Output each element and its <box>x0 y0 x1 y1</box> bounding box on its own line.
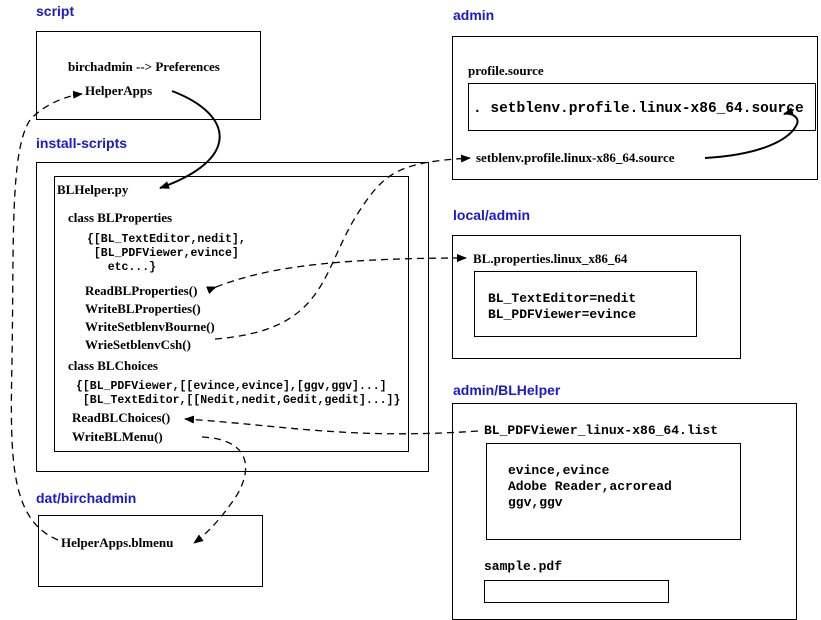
properties-dict-line-3: etc...} <box>87 261 157 274</box>
pdfviewer-list-line-3: ggv,ggv <box>508 495 563 510</box>
bl-properties-content-box <box>474 271 697 337</box>
bl-properties-line-1: BL_TextEditor=nedit <box>488 291 637 306</box>
choices-list-line-2: [BL_TextEditor,[[Nedit,nedit,Gedit,gedit… <box>76 394 401 407</box>
section-header-script: script <box>36 3 75 19</box>
arrow-csh-to-setblenv <box>214 154 471 340</box>
pdfviewer-list-file-label: BL_PDFViewer_linux-x86_64.list <box>484 423 719 438</box>
section-header-admin-blhelper: admin/BLHelper <box>453 382 561 398</box>
section-header-local-admin: local/admin <box>453 207 531 223</box>
setblenv-file-label: setblenv.profile.linux-x86_64.source <box>476 150 675 165</box>
helper-apps-label: HelperApps <box>85 83 153 98</box>
arrow-listfile-to-readchoices <box>184 415 479 435</box>
script-box <box>36 31 261 120</box>
profile-source-label: profile.source <box>468 63 544 78</box>
arrow-helperapps-to-blhelper <box>159 90 221 189</box>
install-scripts-box <box>36 162 429 472</box>
bl-properties-line-2: BL_PDFViewer=evince <box>488 307 637 322</box>
choices-list-line-1: {[BL_PDFViewer,[[evince,evince],[ggv,ggv… <box>76 380 387 393</box>
pdfviewer-list-line-2: Adobe Reader,acroread <box>508 479 672 494</box>
helper-apps-blmenu-label: HelperApps.blmenu <box>61 535 174 550</box>
properties-dict-line-2: [BL_PDFViewer,evince] <box>87 247 239 260</box>
method-write-blmenu: WriteBLMenu() <box>72 429 163 444</box>
section-header-admin: admin <box>453 7 495 23</box>
blhelper-py-label: BLHelper.py <box>57 182 129 197</box>
blhelper-py-box <box>54 176 409 452</box>
pdfviewer-list-content-box <box>486 443 741 540</box>
dat-birchadmin-box <box>38 515 263 587</box>
local-admin-box <box>452 235 741 359</box>
section-header-install-scripts: install-scripts <box>36 135 128 151</box>
arrow-setblenv-to-profile-source <box>704 107 799 159</box>
profile-source-content-box <box>468 83 816 131</box>
section-header-dat-birchadmin: dat/birchadmin <box>36 490 137 506</box>
sample-pdf-box <box>484 580 669 603</box>
method-write-blproperties: WriteBLProperties() <box>85 301 201 316</box>
sample-pdf-label: sample.pdf <box>484 559 563 574</box>
admin-box <box>452 36 818 180</box>
method-write-setblenv-bourne: WriteSetblenvBourne() <box>85 319 215 334</box>
class-blproperties-label: class BLProperties <box>68 210 173 225</box>
menu-path-label: birchadmin --> Preferences <box>68 59 220 74</box>
method-read-blproperties: ReadBLProperties() <box>85 283 198 298</box>
class-blchoices-label: class BLChoices <box>68 358 158 373</box>
method-read-blchoices: ReadBLChoices() <box>72 410 171 425</box>
arrow-readproperties-to-blproperties <box>206 254 467 294</box>
profile-source-content: . setblenv.profile.linux-x86_64.source <box>473 101 804 117</box>
bl-properties-file-label: BL.properties.linux_x86_64 <box>473 251 628 266</box>
arrow-writemenu-to-blmenu <box>193 436 247 544</box>
method-wrie-setblenv-csh: WrieSetblenvCsh() <box>85 337 191 352</box>
arrow-blmenu-to-helperapps <box>10 90 83 541</box>
properties-dict-line-1: {[BL_TextEditor,nedit], <box>87 233 246 246</box>
pdfviewer-list-line-1: evince,evince <box>508 463 610 478</box>
